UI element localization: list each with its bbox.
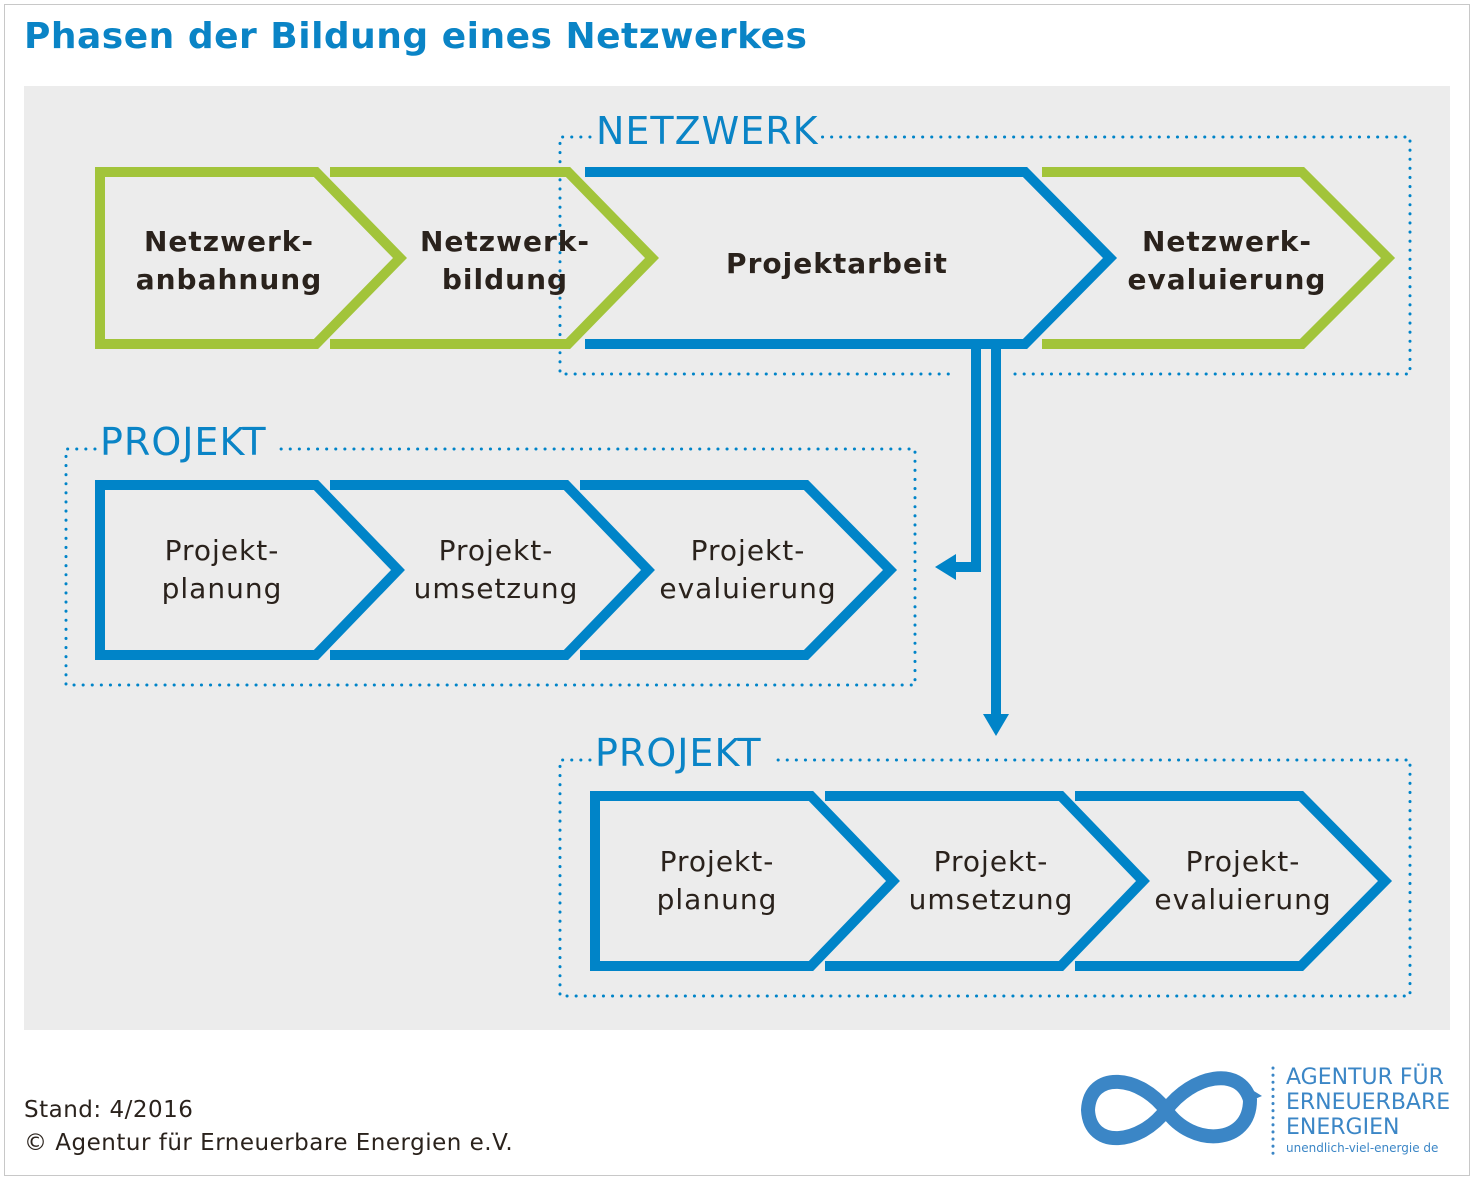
aee-logo: AGENTUR FÜR ERNEUERBARE ENERGIEN unendli… <box>1080 1064 1450 1156</box>
infinity-icon <box>1080 1071 1258 1146</box>
network-label: NETZWERK <box>596 109 819 153</box>
arrow-to-project1 <box>952 344 981 572</box>
phase-text: Netzwerk- <box>1142 225 1312 258</box>
project2-frame <box>558 758 1412 998</box>
dotted-frames <box>64 135 1412 998</box>
phase-text: evaluierung <box>659 572 836 605</box>
frame-border <box>4 4 1470 1176</box>
project2-label: PROJEKT <box>595 731 762 775</box>
loop-arrow-icon <box>1244 1085 1262 1102</box>
phase-text: Projekt- <box>439 534 554 567</box>
chevron-p2-umsetzung <box>825 791 1150 971</box>
footer-stand: Stand: 4/2016 <box>24 1097 194 1123</box>
phase-text: bildung <box>442 263 568 296</box>
svg-text:ENERGIEN: ENERGIEN <box>1286 1115 1399 1140</box>
phase-text: umsetzung <box>909 883 1074 916</box>
chevron-netzwerkevaluierung <box>1042 167 1396 349</box>
chevron-p1-umsetzung <box>330 480 655 660</box>
arrowhead-down-icon <box>983 714 1009 736</box>
chevron-netzwerkanbahnung <box>95 167 407 349</box>
chevron-p2-planung <box>590 791 900 971</box>
project1-label: PROJEKT <box>100 420 267 464</box>
chevron-p1-planung <box>95 480 405 660</box>
phase-text: Netzwerk- <box>420 225 590 258</box>
chevron-p1-evaluierung <box>580 480 898 660</box>
phase-text: Projekt- <box>1186 845 1301 878</box>
footer-copyright: © Agentur für Erneuerbare Energien e.V. <box>24 1130 514 1156</box>
project1-frame <box>64 447 917 687</box>
diagram-panel <box>24 86 1450 1030</box>
phase-text: evaluierung <box>1154 883 1331 916</box>
arrowhead-left-icon <box>935 554 956 580</box>
phase-text: Netzwerk- <box>144 225 314 258</box>
phase-text: umsetzung <box>414 572 579 605</box>
phase-text: planung <box>657 883 778 916</box>
chevron-netzwerkbildung <box>330 167 659 349</box>
phase-text: Projekt- <box>165 534 280 567</box>
network-frame <box>558 135 1412 376</box>
chevron-p2-evaluierung <box>1075 791 1393 971</box>
svg-text:ERNEUERBARE: ERNEUERBARE <box>1286 1090 1450 1115</box>
phase-text: Projektarbeit <box>726 247 948 280</box>
page-title: Phasen der Bildung eines Netzwerkes <box>24 16 808 57</box>
phase-text: Projekt- <box>660 845 775 878</box>
phase-text: planung <box>162 572 283 605</box>
phase-text: Projekt- <box>934 845 1049 878</box>
phase-text: evaluierung <box>1128 263 1327 296</box>
phase-text: anbahnung <box>136 263 323 296</box>
svg-text:unendlich-viel-energie de: unendlich-viel-energie de <box>1286 1141 1438 1155</box>
svg-text:AGENTUR FÜR: AGENTUR FÜR <box>1286 1064 1444 1090</box>
phase-text: Projekt- <box>691 534 806 567</box>
chevron-projektarbeit <box>585 167 1118 349</box>
